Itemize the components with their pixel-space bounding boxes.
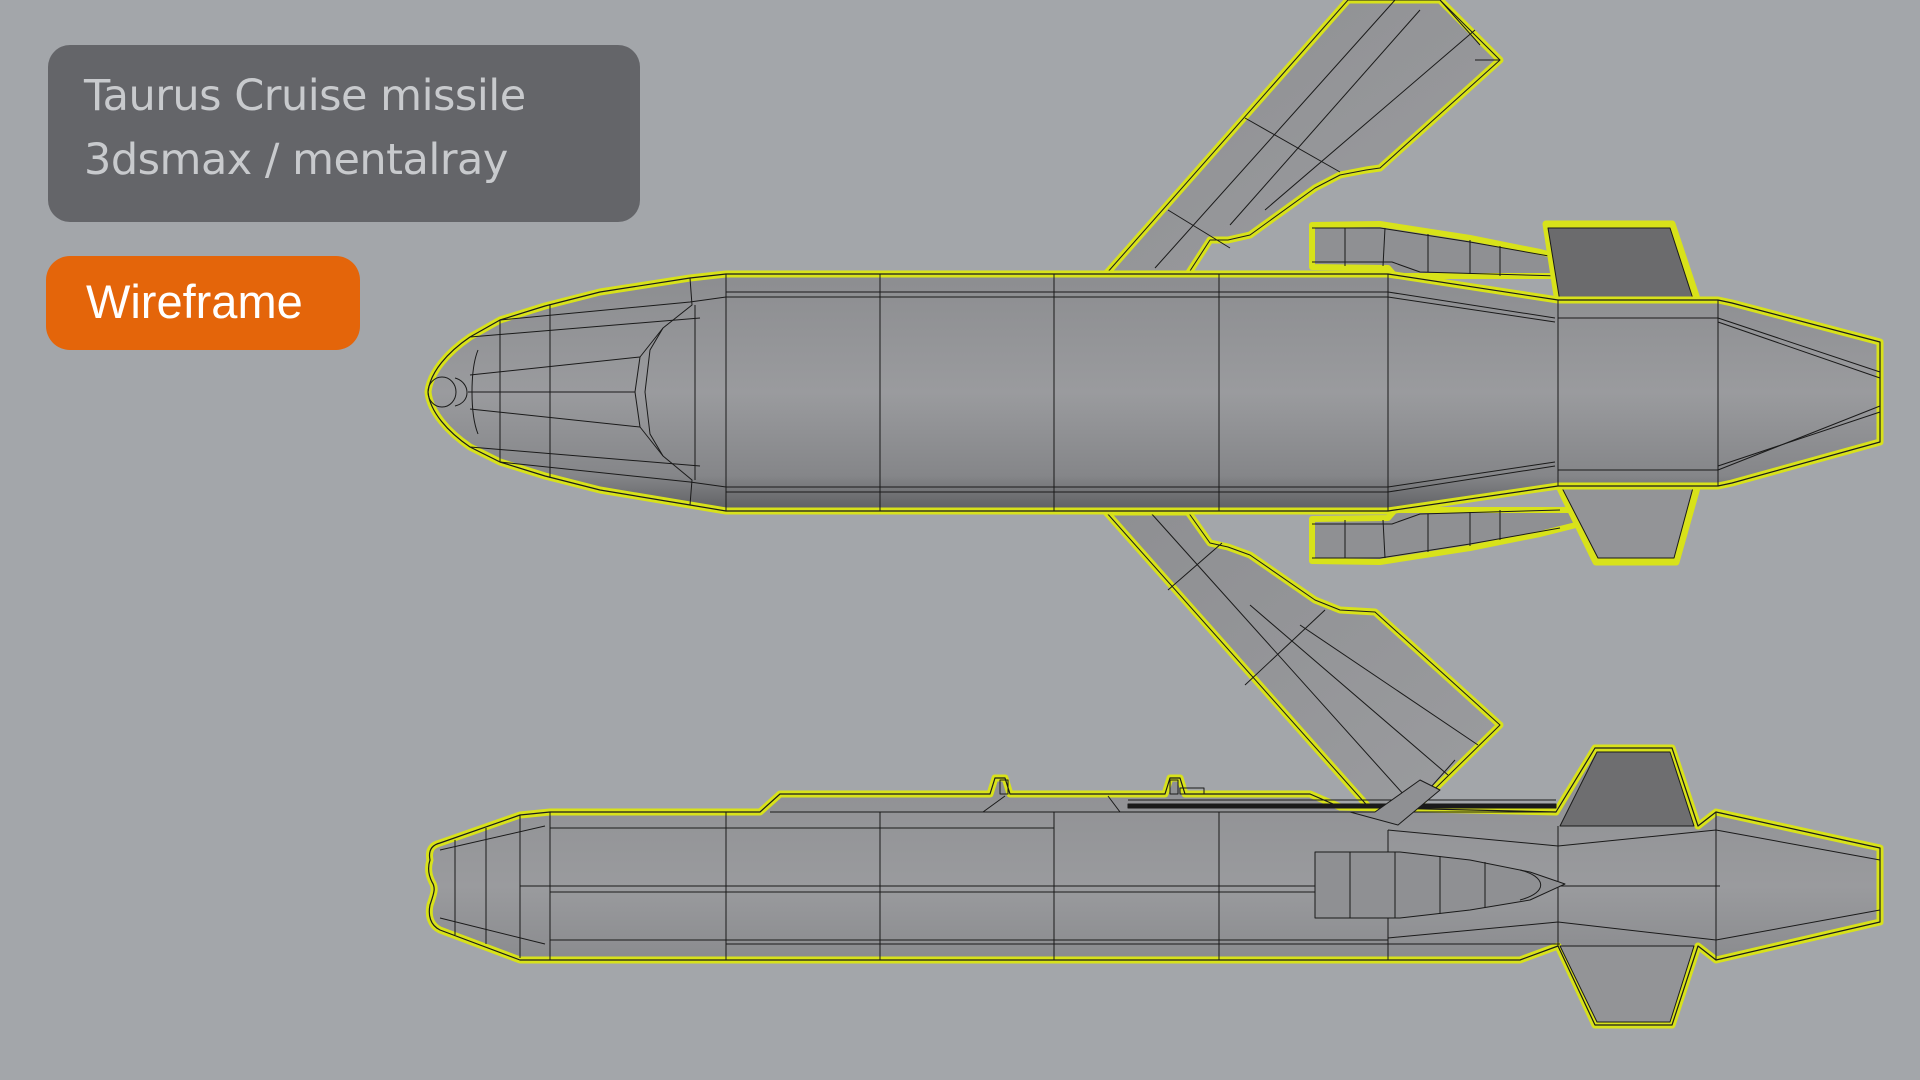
- missile-side-view[interactable]: [425, 744, 1884, 1029]
- title-panel: Taurus Cruise missile 3dsmax / mentalray: [48, 45, 640, 222]
- side-lower-fin: [1559, 945, 1695, 1023]
- upper-wing: [1102, 0, 1504, 278]
- render-mode-label: Wireframe: [86, 275, 303, 328]
- missile-top-view[interactable]: [424, 0, 1884, 829]
- lower-air-intake: [1309, 507, 1583, 565]
- title-line-model: Taurus Cruise missile: [84, 71, 526, 121]
- fuselage-top: [424, 270, 1884, 515]
- wireframe-edges-top: [427, 274, 1881, 511]
- render-mode-badge: Wireframe: [46, 256, 360, 350]
- side-wing-tip: [1349, 779, 1441, 826]
- upper-air-intake: [1309, 221, 1583, 279]
- side-upper-fin: [1559, 751, 1695, 827]
- lower-wing: [1102, 508, 1504, 829]
- wireframe-edges-side: [439, 779, 1881, 960]
- title-line-software: 3dsmax / mentalray: [84, 135, 508, 185]
